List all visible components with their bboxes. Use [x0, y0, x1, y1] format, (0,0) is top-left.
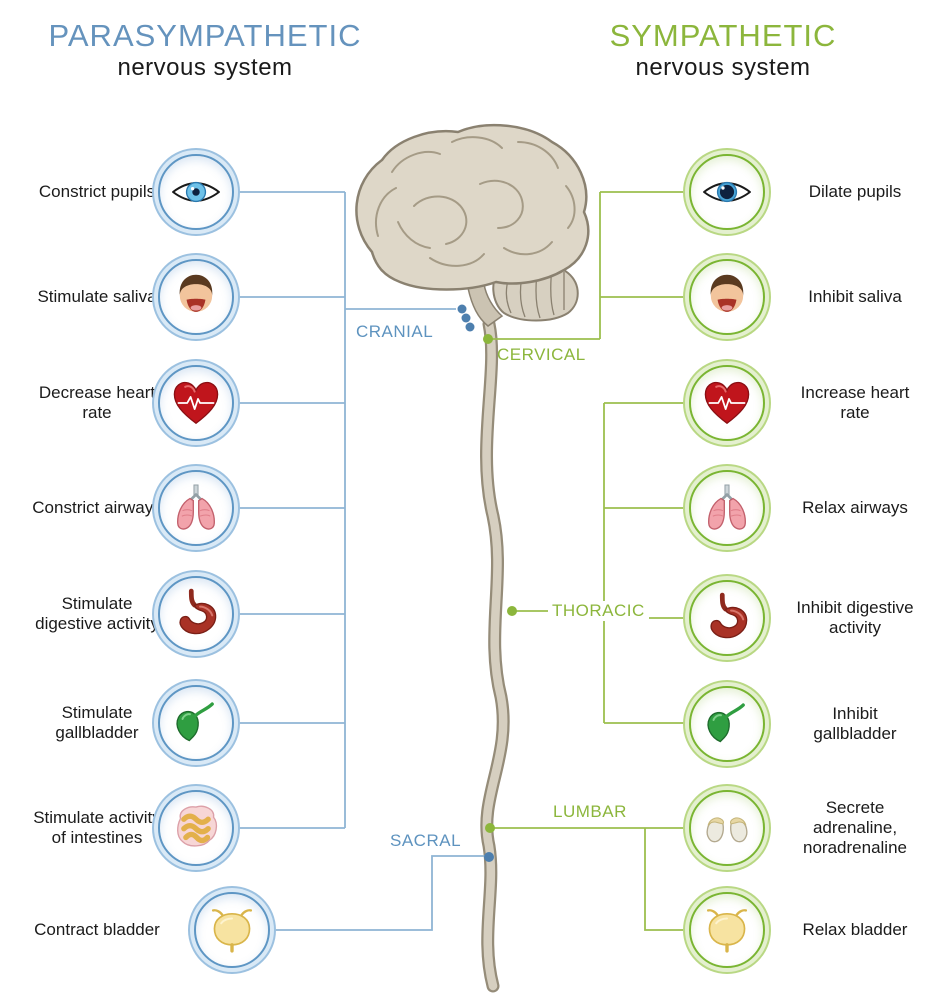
cervical-label: CERVICAL: [497, 345, 586, 364]
organ-circle-gallbladder: [158, 685, 234, 761]
thoracic-label: THORACIC: [548, 601, 649, 621]
organ-circle-heart: [689, 365, 765, 441]
bladder-icon: [205, 903, 259, 957]
brain-illustration: [355, 123, 590, 327]
saliva-head-icon: [700, 270, 754, 324]
sacral-label: SACRAL: [390, 831, 462, 850]
label-inhibit-digestive: Inhibit digestive activity: [796, 597, 914, 637]
heart-icon: [169, 376, 223, 430]
organ-circle-saliva: [158, 259, 234, 335]
organ-circle-heart: [158, 365, 234, 441]
organ-circle-stomach: [158, 576, 234, 652]
gallbladder-icon: [169, 696, 223, 750]
organ-circle-bladder: [194, 892, 270, 968]
organ-circle-gallbladder: [689, 686, 765, 762]
lungs-icon: [700, 481, 754, 535]
intestines-icon: [169, 801, 223, 855]
saliva-head-icon: [169, 270, 223, 324]
label-inhibit-gallbladder: Inhibit gallbladder: [813, 703, 897, 743]
bladder-icon: [700, 903, 754, 957]
label-inhibit-saliva: Inhibit saliva: [808, 286, 902, 306]
adrenal-glands-icon: [700, 801, 754, 855]
organ-circle-intestines: [158, 790, 234, 866]
parasympathetic-lines: [236, 191, 486, 931]
label-contract-bladder: Contract bladder: [34, 919, 160, 939]
organ-circle-bladder: [689, 892, 765, 968]
sympathetic-subtitle: nervous system: [635, 54, 811, 81]
label-stimulate-saliva: Stimulate saliva: [37, 286, 157, 306]
label-secrete-adrenaline: Secrete adrenaline, noradrenaline: [803, 797, 907, 858]
label-stimulate-intestines: Stimulate activity of intestines: [33, 807, 161, 847]
heart-icon: [700, 376, 754, 430]
cranial-nerve-dots: [457, 304, 494, 862]
label-relax-bladder: Relax bladder: [802, 919, 908, 939]
stomach-icon: [169, 587, 223, 641]
eye-icon: [169, 165, 223, 219]
stomach-icon: [700, 591, 754, 645]
label-relax-airways: Relax airways: [802, 497, 908, 517]
spinal-cord: [480, 317, 510, 993]
sympathetic-title: SYMPATHETIC: [609, 18, 837, 53]
organ-circle-lungs: [158, 470, 234, 546]
lumbar-label: LUMBAR: [553, 802, 627, 821]
label-decrease-heart-rate: Decrease heart rate: [38, 382, 156, 422]
organ-circle-stomach: [689, 580, 765, 656]
parasympathetic-subtitle: nervous system: [117, 54, 293, 81]
spinal-segment-dots: [483, 334, 517, 833]
organ-circle-lungs: [689, 470, 765, 546]
label-constrict-pupils: Constrict pupils: [38, 181, 156, 201]
lungs-icon: [169, 481, 223, 535]
cranial-label: CRANIAL: [356, 322, 434, 341]
label-stimulate-digestive: Stimulate digestive activity: [35, 593, 159, 633]
parasympathetic-title: PARASYMPATHETIC: [48, 18, 362, 53]
label-stimulate-gallbladder: Stimulate gallbladder: [55, 702, 139, 742]
organ-circle-saliva: [689, 259, 765, 335]
label-dilate-pupils: Dilate pupils: [808, 181, 902, 201]
label-constrict-airways: Constrict airways: [32, 497, 162, 517]
organ-circle-pupils: [689, 154, 765, 230]
label-increase-heart-rate: Increase heart rate: [800, 382, 910, 422]
eye-icon: [700, 165, 754, 219]
organ-circle-pupils: [158, 154, 234, 230]
gallbladder-icon: [700, 697, 754, 751]
organ-circle-adrenal: [689, 790, 765, 866]
